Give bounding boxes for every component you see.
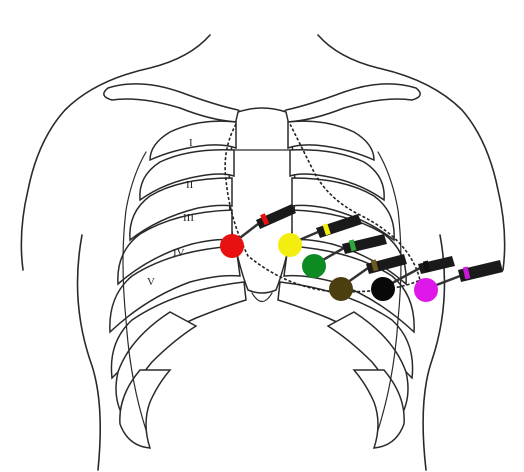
rib-label-i: I — [189, 137, 193, 149]
rib-label-iv: IV — [173, 247, 185, 259]
rib-label-ii: II — [186, 179, 194, 191]
connector-v2-band — [322, 223, 331, 236]
electrode-v2 — [278, 233, 302, 257]
connector-v4-band — [370, 259, 379, 272]
electrodes — [220, 233, 438, 302]
connector-v5-body — [418, 256, 455, 274]
torso-outline — [20, 34, 506, 471]
electrode-v1 — [220, 234, 244, 258]
rib-label-v: V — [147, 276, 155, 288]
electrode-v3 — [302, 254, 326, 278]
rib-labels: I II III IV V — [147, 137, 194, 288]
connector-v3-band — [348, 239, 357, 252]
connector-v5-band — [422, 260, 431, 273]
connector-v6-band — [462, 266, 471, 280]
electrode-v6 — [414, 278, 438, 302]
rib-label-iii: III — [183, 212, 194, 224]
right-ribs — [277, 120, 415, 449]
electrode-v5 — [371, 277, 395, 301]
electrode-v4 — [329, 277, 353, 301]
left-ribs — [109, 120, 247, 449]
connector-v1-band — [260, 213, 270, 226]
